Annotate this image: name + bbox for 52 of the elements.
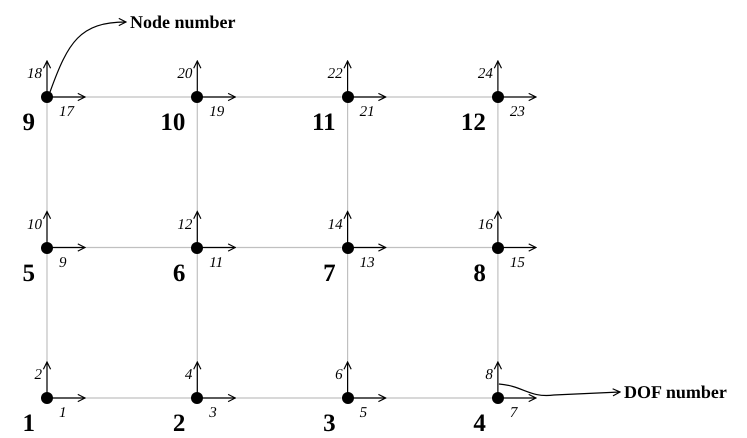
dof-number: 16 bbox=[478, 218, 493, 232]
dof-number: 23 bbox=[510, 105, 525, 120]
node-number: 5 bbox=[22, 260, 35, 286]
dof-number: 21 bbox=[360, 105, 375, 120]
mesh-node-dot bbox=[41, 242, 53, 254]
dof-number: 9 bbox=[59, 256, 66, 270]
dof-number: 7 bbox=[510, 406, 518, 421]
node-number: 4 bbox=[473, 411, 486, 436]
node-number: 1 bbox=[22, 411, 35, 436]
dof-number: 5 bbox=[360, 406, 368, 421]
dof-number: 20 bbox=[177, 67, 192, 82]
dof-number: 12 bbox=[177, 218, 192, 232]
dof-number: 15 bbox=[510, 256, 525, 270]
node-number: 9 bbox=[22, 110, 35, 135]
dof-number: 6 bbox=[335, 368, 343, 383]
mesh-node-dot bbox=[191, 392, 204, 404]
node-number: 10 bbox=[160, 110, 186, 135]
callout-label: DOF number bbox=[624, 383, 727, 401]
mesh-node-dot bbox=[492, 242, 504, 254]
mesh-node-dot bbox=[492, 91, 504, 103]
dof-number: 22 bbox=[328, 67, 343, 82]
mesh-node-dot bbox=[41, 91, 53, 103]
node-number: 6 bbox=[172, 260, 186, 286]
dof-number: 13 bbox=[360, 256, 375, 270]
dof-number: 18 bbox=[27, 67, 42, 82]
mesh-node-dot bbox=[342, 91, 354, 103]
mesh-node-dot bbox=[342, 392, 354, 404]
dof-number: 8 bbox=[485, 368, 493, 383]
dof-number: 19 bbox=[209, 105, 224, 120]
mesh-node-dot bbox=[191, 91, 204, 103]
dof-number: 14 bbox=[328, 218, 343, 232]
dof-number: 2 bbox=[34, 368, 42, 383]
dof-number: 4 bbox=[184, 368, 192, 383]
mesh-node-dot bbox=[492, 392, 504, 404]
node-number: 7 bbox=[323, 260, 336, 286]
dof-number: 24 bbox=[478, 67, 493, 82]
leader-line bbox=[498, 383, 621, 396]
callout-label: Node number bbox=[130, 13, 236, 31]
node-number: 2 bbox=[172, 411, 186, 436]
mesh-node-dot bbox=[191, 242, 204, 254]
dof-number: 1 bbox=[59, 406, 66, 421]
dof-number: 10 bbox=[27, 218, 42, 232]
dof-number: 11 bbox=[209, 256, 224, 270]
mesh-node-dot bbox=[342, 242, 354, 254]
dof-number: 3 bbox=[209, 406, 217, 421]
node-number: 12 bbox=[460, 110, 486, 135]
node-number: 3 bbox=[323, 411, 336, 436]
dof-number: 17 bbox=[59, 105, 74, 120]
node-number: 8 bbox=[473, 260, 486, 286]
mesh-node-dot bbox=[41, 392, 53, 404]
leader-line bbox=[49, 18, 127, 92]
node-number: 11 bbox=[312, 110, 336, 135]
